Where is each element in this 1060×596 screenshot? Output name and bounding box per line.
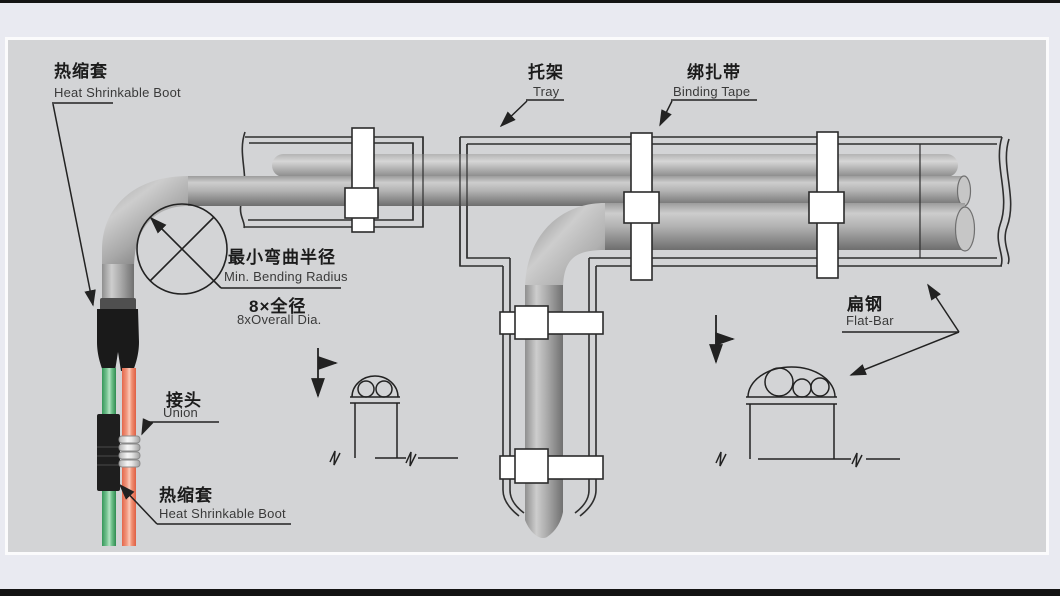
bend-corner-tee: [525, 203, 605, 290]
branch-assembly: [97, 298, 141, 546]
union-label-zh: 接头: [166, 391, 202, 410]
break-symbol: [851, 452, 863, 468]
heat-shrink-boot-top: [97, 309, 139, 371]
leader-heat-boot-top: [52, 103, 96, 307]
binding-tape-3: [808, 131, 845, 279]
union-connector: [118, 435, 141, 468]
leader-flat-bar-down: [849, 331, 960, 376]
break-symbol: [715, 451, 727, 467]
heat-boot-bottom-label-en: Heat Shrinkable Boot: [159, 506, 286, 521]
tray-label-en: Tray: [533, 84, 560, 99]
cross-section-right: [715, 366, 900, 468]
cable-middle: [186, 176, 964, 206]
binding-tapes: [344, 127, 845, 484]
tray-label-zh: 托架: [528, 63, 564, 82]
min-bending-label-en: Min. Bending Radius: [224, 269, 348, 284]
break-symbol: [329, 450, 341, 466]
heat-shrink-boot-sleeve: [97, 414, 120, 491]
leader-tray: [499, 100, 528, 128]
cable-top: [272, 154, 958, 177]
binding-tape-4: [499, 305, 604, 340]
overall-dia-label-en: 8xOverall Dia.: [237, 312, 322, 327]
leader-union: [141, 418, 154, 436]
cross-section-left: [329, 375, 458, 467]
binding-tape-2: [623, 132, 660, 281]
leader-heat-boot-bottom: [118, 483, 158, 525]
cable-middle-end: [956, 175, 972, 207]
flat-bar-label-zh: 扁钢: [847, 295, 883, 314]
leader-binding-tape: [659, 100, 673, 127]
leader-flat-bar-up: [927, 283, 960, 333]
break-symbol: [405, 451, 417, 467]
binding-tape-1: [344, 127, 379, 233]
leaders: [52, 99, 960, 525]
section-marker-left: [311, 348, 338, 398]
flat-bar-label-en: Flat-Bar: [846, 313, 894, 328]
section-marker-right: [709, 315, 735, 364]
cable-end-ring: [100, 298, 136, 311]
union-label-en: Union: [163, 405, 198, 420]
tray-break-edge: [997, 136, 1005, 267]
min-bending-label-zh: 最小弯曲半径: [228, 248, 336, 267]
bend-corner-topleft: [102, 176, 188, 268]
heat-boot-top-label-zh: 热缩套: [54, 62, 108, 81]
vertical-tray: [502, 258, 597, 517]
binding-tape-label-en: Binding Tape: [673, 84, 751, 99]
binding-tape-label-zh: 绑扎带: [687, 63, 741, 82]
bottom-frame-bar: [0, 589, 1060, 596]
heat-boot-top-label-en: Heat Shrinkable Boot: [54, 85, 181, 100]
cable-bottom-end: [954, 206, 976, 252]
heat-boot-bottom-label-zh: 热缩套: [159, 486, 213, 505]
cable-bottom: [605, 203, 965, 250]
binding-tape-5: [499, 448, 604, 484]
crossed-circle: [136, 203, 228, 295]
overall-dia-label-zh: 8×全径: [249, 297, 307, 316]
tray-edges-over: [412, 137, 921, 266]
top-frame-bar: [0, 0, 1060, 3]
